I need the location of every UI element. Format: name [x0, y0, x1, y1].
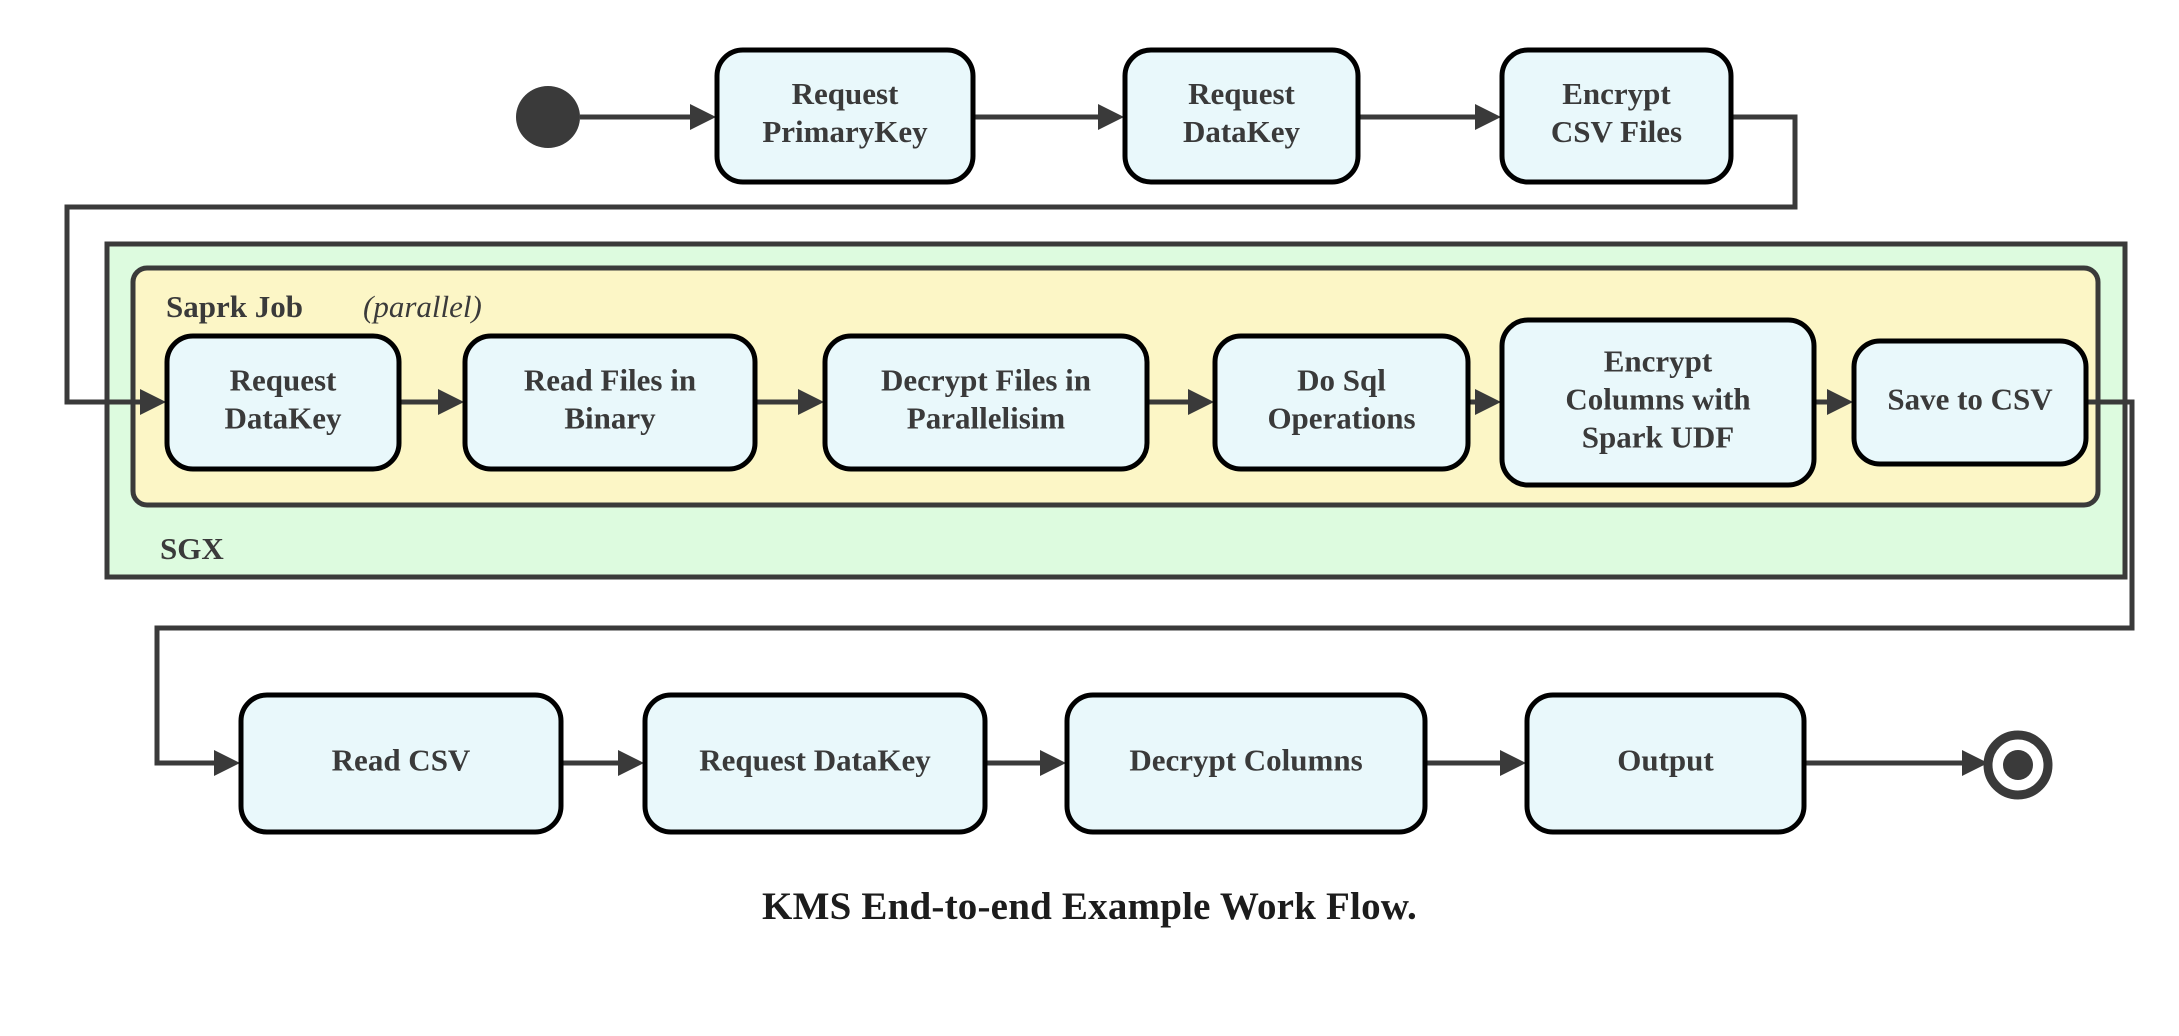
arrowhead-request-datakey-top-to-encrypt-csv-files	[1475, 104, 1501, 130]
node-box-encrypt-columns-with-spark-udf[interactable]	[1499, 317, 1817, 488]
node-label-do-sql-operations: Operations	[1267, 401, 1415, 436]
arrowhead-request-datakey-bottom-to-decrypt-columns	[1040, 750, 1066, 776]
arrowhead-read-csv-to-request-datakey-bottom	[618, 750, 644, 776]
node-box-decrypt-columns[interactable]	[1064, 692, 1428, 835]
arrowhead-decrypt-files-to-do-sql-operations	[1188, 389, 1214, 415]
end-node-dot	[2003, 750, 2033, 780]
arrowhead-do-sql-operations-to-encrypt-columns	[1475, 389, 1501, 415]
node-box-request-datakey-spark[interactable]	[164, 333, 402, 472]
node-label-encrypt-columns-with-spark-udf: Spark UDF	[1582, 420, 1734, 455]
arrowhead-request-datakey-spark-to-read-files-in-binary	[438, 389, 464, 415]
node-label-decrypt-files-in-parallelisim: Parallelisim	[907, 401, 1066, 436]
node-box-read-csv[interactable]	[238, 692, 564, 835]
node-box-encrypt-csv-files[interactable]	[1499, 47, 1734, 185]
arrowhead-save-to-csv-to-read-csv	[214, 750, 240, 776]
group-label-sgx: SGX	[160, 531, 224, 566]
node-label-request-primarykey: Request	[792, 76, 899, 111]
node-label-request-primarykey: PrimaryKey	[762, 114, 928, 149]
activity-node-output[interactable]: Output	[1524, 692, 1807, 835]
node-label-read-csv: Read CSV	[332, 743, 471, 778]
start-node	[516, 86, 580, 148]
activity-nodes-layer: RequestPrimaryKeyRequestDataKeyEncryptCS…	[164, 47, 2089, 835]
arrowhead-request-primarykey-to-request-datakey-top	[1098, 104, 1124, 130]
node-label-request-datakey-spark: DataKey	[224, 401, 342, 436]
node-label-request-datakey-spark: Request	[230, 363, 337, 398]
node-label-request-datakey-top: Request	[1188, 76, 1295, 111]
arrowhead-encrypt-columns-to-save-to-csv	[1827, 389, 1853, 415]
node-box-request-datakey-bottom[interactable]	[642, 692, 988, 835]
edge-save-to-csv-to-read-csv	[154, 399, 2135, 766]
terminal-nodes-layer	[516, 86, 2053, 800]
node-box-save-to-csv[interactable]	[1851, 338, 2089, 467]
node-label-decrypt-files-in-parallelisim: Decrypt Files in	[881, 363, 1091, 398]
node-box-decrypt-files-in-parallelisim[interactable]	[822, 333, 1150, 472]
node-label-request-datakey-top: DataKey	[1183, 114, 1301, 149]
activity-node-save-to-csv[interactable]: Save to CSV	[1851, 338, 2089, 467]
group-label-spark: Saprk Job	[166, 289, 303, 324]
node-box-do-sql-operations[interactable]	[1212, 333, 1471, 472]
node-label-read-files-in-binary: Read Files in	[524, 363, 696, 398]
node-label-decrypt-columns: Decrypt Columns	[1129, 743, 1362, 778]
activity-node-decrypt-columns[interactable]: Decrypt Columns	[1064, 692, 1428, 835]
edge-encrypt-csv-files-to-request-datakey-spark	[64, 114, 1798, 405]
edges-layer	[64, 104, 2135, 776]
arrowhead-decrypt-columns-to-output	[1500, 750, 1526, 776]
node-label-encrypt-columns-with-spark-udf: Columns with	[1565, 382, 1750, 417]
node-label-read-files-in-binary: Binary	[564, 401, 656, 436]
node-box-read-files-in-binary[interactable]	[462, 333, 758, 472]
node-label-encrypt-columns-with-spark-udf: Encrypt	[1604, 344, 1713, 379]
arrowhead-encrypt-csv-files-to-request-datakey-spark	[140, 389, 166, 415]
node-box-request-datakey-top[interactable]	[1122, 47, 1361, 185]
node-label-save-to-csv: Save to CSV	[1887, 382, 2053, 417]
diagram-caption: KMS End-to-end Example Work Flow.	[762, 885, 1417, 928]
arrowhead-output-to-end	[1962, 750, 1988, 776]
node-label-encrypt-csv-files: CSV Files	[1551, 114, 1682, 149]
group-label-suffix-spark: (parallel)	[363, 289, 482, 324]
node-label-output: Output	[1617, 743, 1714, 778]
node-box-output[interactable]	[1524, 692, 1807, 835]
arrowhead-read-files-in-binary-to-decrypt-files	[798, 389, 824, 415]
arrowhead-start-to-request-primarykey	[690, 104, 716, 130]
activity-node-read-csv[interactable]: Read CSV	[238, 692, 564, 835]
node-label-do-sql-operations: Do Sql	[1297, 363, 1386, 398]
node-box-request-primarykey[interactable]	[714, 47, 976, 185]
activity-node-request-datakey-bottom[interactable]: Request DataKey	[642, 692, 988, 835]
node-label-request-datakey-bottom: Request DataKey	[699, 743, 931, 778]
node-label-encrypt-csv-files: Encrypt	[1562, 76, 1671, 111]
